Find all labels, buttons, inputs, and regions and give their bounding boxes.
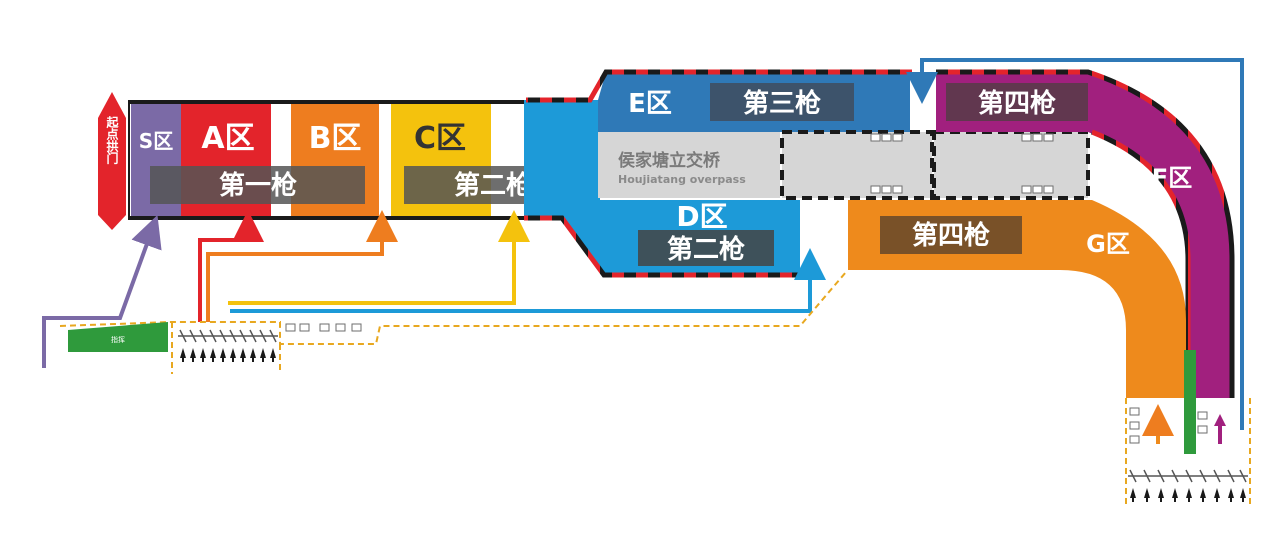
green-sign: [68, 322, 168, 352]
third-gun-box: [710, 83, 854, 121]
green-barrier-right: [1184, 350, 1196, 454]
entry-lane-outline: [59, 271, 1251, 508]
main-road: 起点拱门 S区 A区 B区 C区 第一枪 第二枪: [98, 92, 582, 230]
arrow-to-d: [230, 248, 826, 313]
zone-f-label: F区: [1152, 164, 1192, 192]
barrier-icons-left: [285, 323, 1208, 444]
entry-arrows: [42, 58, 1244, 444]
arrow-to-a: [198, 210, 264, 322]
zone-d-region: D区 第二枪: [524, 100, 800, 278]
zone-f-region: 第四枪 F区: [936, 69, 1235, 398]
second-gun-box-d: [638, 230, 774, 266]
zone-e-region: E区 第三枪: [526, 69, 912, 132]
zone-g-region: 第四枪 G区: [848, 200, 1196, 454]
green-sign-label: 指挥: [111, 335, 125, 344]
first-gun-label: 第一枪: [219, 170, 297, 201]
zone-f: [936, 72, 1232, 398]
turnstiles-left: [178, 329, 278, 343]
overpass-west: [598, 132, 780, 198]
third-gun-label: 第三枪: [743, 88, 821, 119]
entry-arrows-right: [1130, 488, 1246, 502]
arrow-to-s: [42, 214, 162, 368]
entry-arrows-left: [180, 348, 276, 362]
fourth-gun-box-g: [880, 216, 1022, 254]
start-gate-marker: [98, 92, 126, 230]
overpass-east: [932, 130, 1090, 200]
fourth-gun-box-f: [946, 83, 1088, 121]
barrier-icons-overpass: [870, 133, 1054, 194]
start-gate-label: 起点拱门: [105, 115, 119, 165]
zone-c-label: C区: [414, 121, 466, 156]
zone-a-label: A区: [201, 121, 254, 156]
fourth-gun-label-f: 第四枪: [978, 88, 1056, 119]
bridge-name-en: Houjiatang overpass: [618, 173, 746, 186]
first-gun-box: [150, 166, 365, 204]
zone-g-label: G区: [1086, 230, 1130, 258]
zone-s-label: S区: [139, 129, 173, 153]
zone-b-label: B区: [309, 121, 362, 156]
zone-e-label: E区: [628, 89, 672, 119]
second-gun-label-c: 第二枪: [454, 170, 532, 201]
bridge-name: 侯家塘立交桥: [618, 150, 721, 171]
second-gun-label-d: 第二枪: [667, 234, 745, 265]
turnstiles-right: [1128, 469, 1248, 483]
fourth-gun-label-g: 第四枪: [912, 220, 990, 251]
zone-d-label: D区: [676, 200, 727, 233]
overpass-middle: [780, 130, 934, 200]
arrow-to-b: [206, 210, 398, 322]
arrow-to-c: [228, 210, 530, 305]
arrow-to-e: [906, 58, 1244, 430]
overpass: 侯家塘立交桥 Houjiatang overpass: [598, 130, 1090, 200]
